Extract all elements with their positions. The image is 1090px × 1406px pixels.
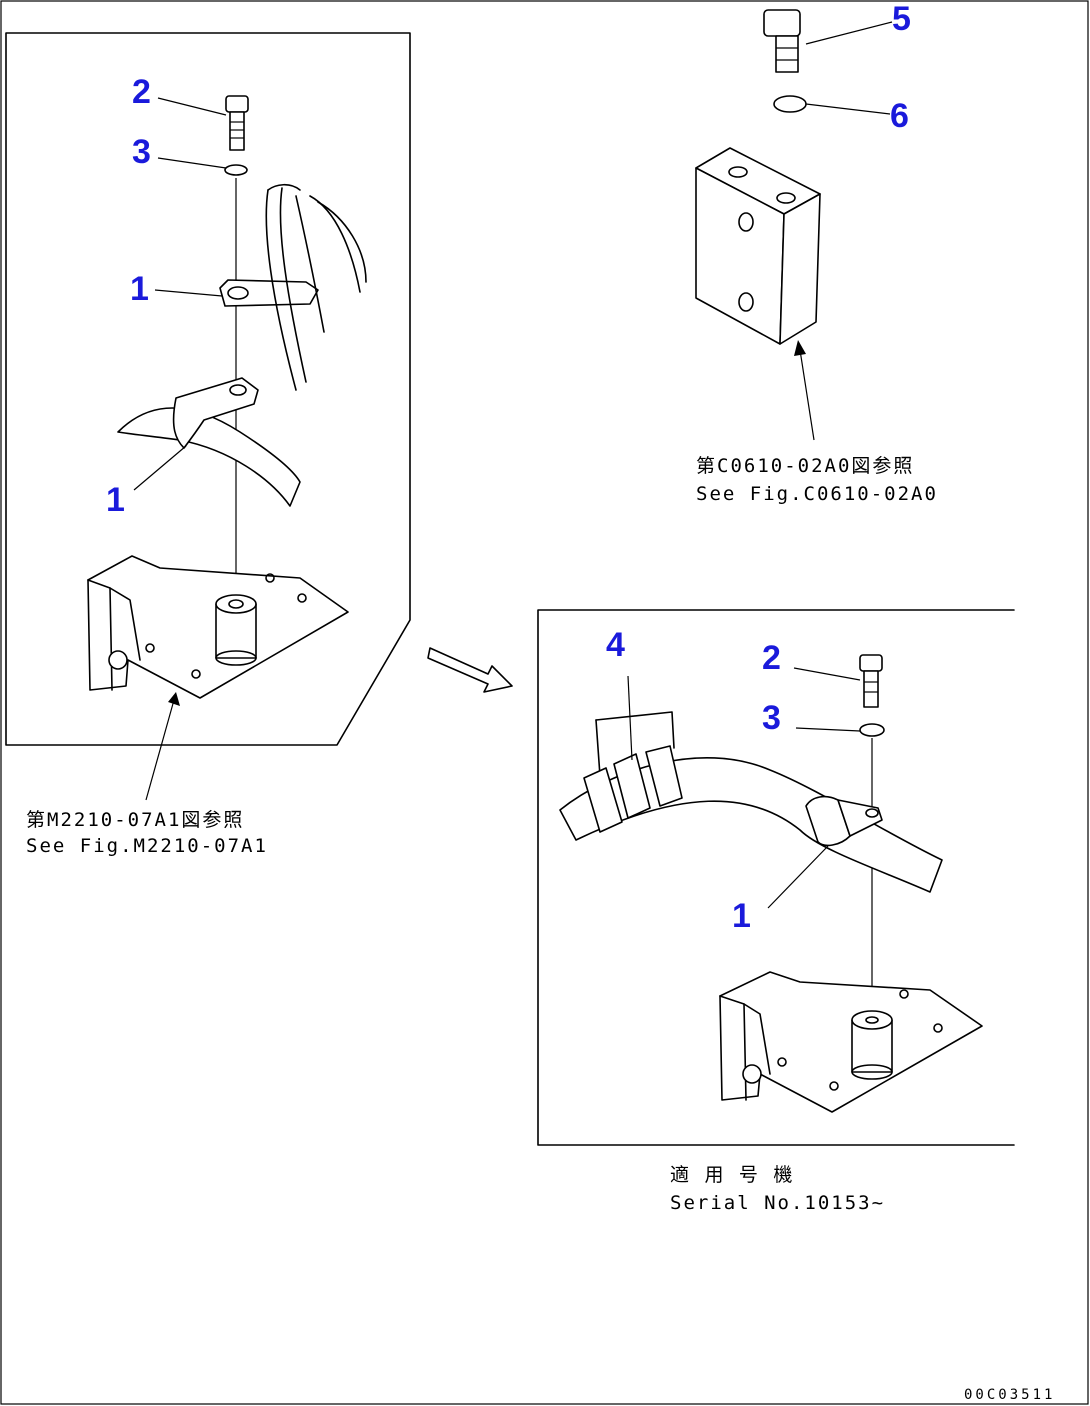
- leader-top-6: [805, 103, 891, 115]
- top-reference-arrowhead: [794, 340, 806, 356]
- clip-part-1-lower: [117, 377, 301, 507]
- bolt-part-2-left: [225, 95, 249, 151]
- left-reference-arrowhead: [168, 692, 180, 706]
- serial-label-jp: 適 用 号 機: [670, 1164, 794, 1186]
- leader-left-1-lower: [133, 445, 187, 491]
- left-reference-jp: 第M2210-07A1図参照: [26, 809, 244, 831]
- bracket-left: [87, 555, 349, 699]
- leader-right-1: [767, 845, 829, 909]
- serial-label-en: Serial No.10153~: [670, 1192, 885, 1214]
- top-reference-en: See Fig.C0610-02A0: [696, 483, 938, 505]
- leader-left-3: [157, 157, 227, 169]
- leader-left-1-upper: [154, 289, 223, 297]
- top-reference-jp: 第C0610-02A0図参照: [696, 455, 914, 477]
- clip-part-1-upper: [219, 183, 367, 391]
- change-arrow: [427, 647, 513, 693]
- leader-right-3: [795, 727, 861, 732]
- leader-right-2: [793, 667, 861, 681]
- left-reference-en: See Fig.M2210-07A1: [26, 835, 268, 857]
- callout-1-lower-left: 1: [106, 481, 125, 519]
- callout-2-left: 2: [132, 73, 151, 111]
- leader-top-5: [805, 21, 893, 45]
- callout-3-left: 3: [132, 133, 151, 171]
- washer-part-3-left: [224, 164, 248, 176]
- block-component: [695, 147, 821, 345]
- clip-part-1-right: [805, 795, 883, 847]
- left-reference-leader: [145, 699, 175, 801]
- callout-1-upper-left: 1: [130, 270, 149, 308]
- left-panel-frame: [5, 32, 411, 746]
- o-ring-part-6: [773, 95, 807, 113]
- leader-right-4: [627, 675, 633, 761]
- callout-5: 5: [892, 0, 911, 38]
- washer-part-3-right: [859, 723, 885, 737]
- hose-assembly-right: [559, 711, 943, 893]
- callout-4: 4: [606, 626, 625, 664]
- right-panel-frame: [537, 609, 1015, 1146]
- callout-1-right: 1: [732, 897, 751, 935]
- bolt-part-2-right: [859, 654, 883, 708]
- bolt-part-5: [763, 9, 801, 73]
- band-part-4: [583, 745, 683, 833]
- drawing-number: 00C03511: [964, 1387, 1055, 1403]
- callout-3-right: 3: [762, 699, 781, 737]
- leader-left-2: [157, 97, 227, 116]
- callout-2-right: 2: [762, 639, 781, 677]
- bracket-right: [719, 971, 983, 1113]
- top-reference-leader: [799, 349, 815, 441]
- callout-6: 6: [890, 97, 909, 135]
